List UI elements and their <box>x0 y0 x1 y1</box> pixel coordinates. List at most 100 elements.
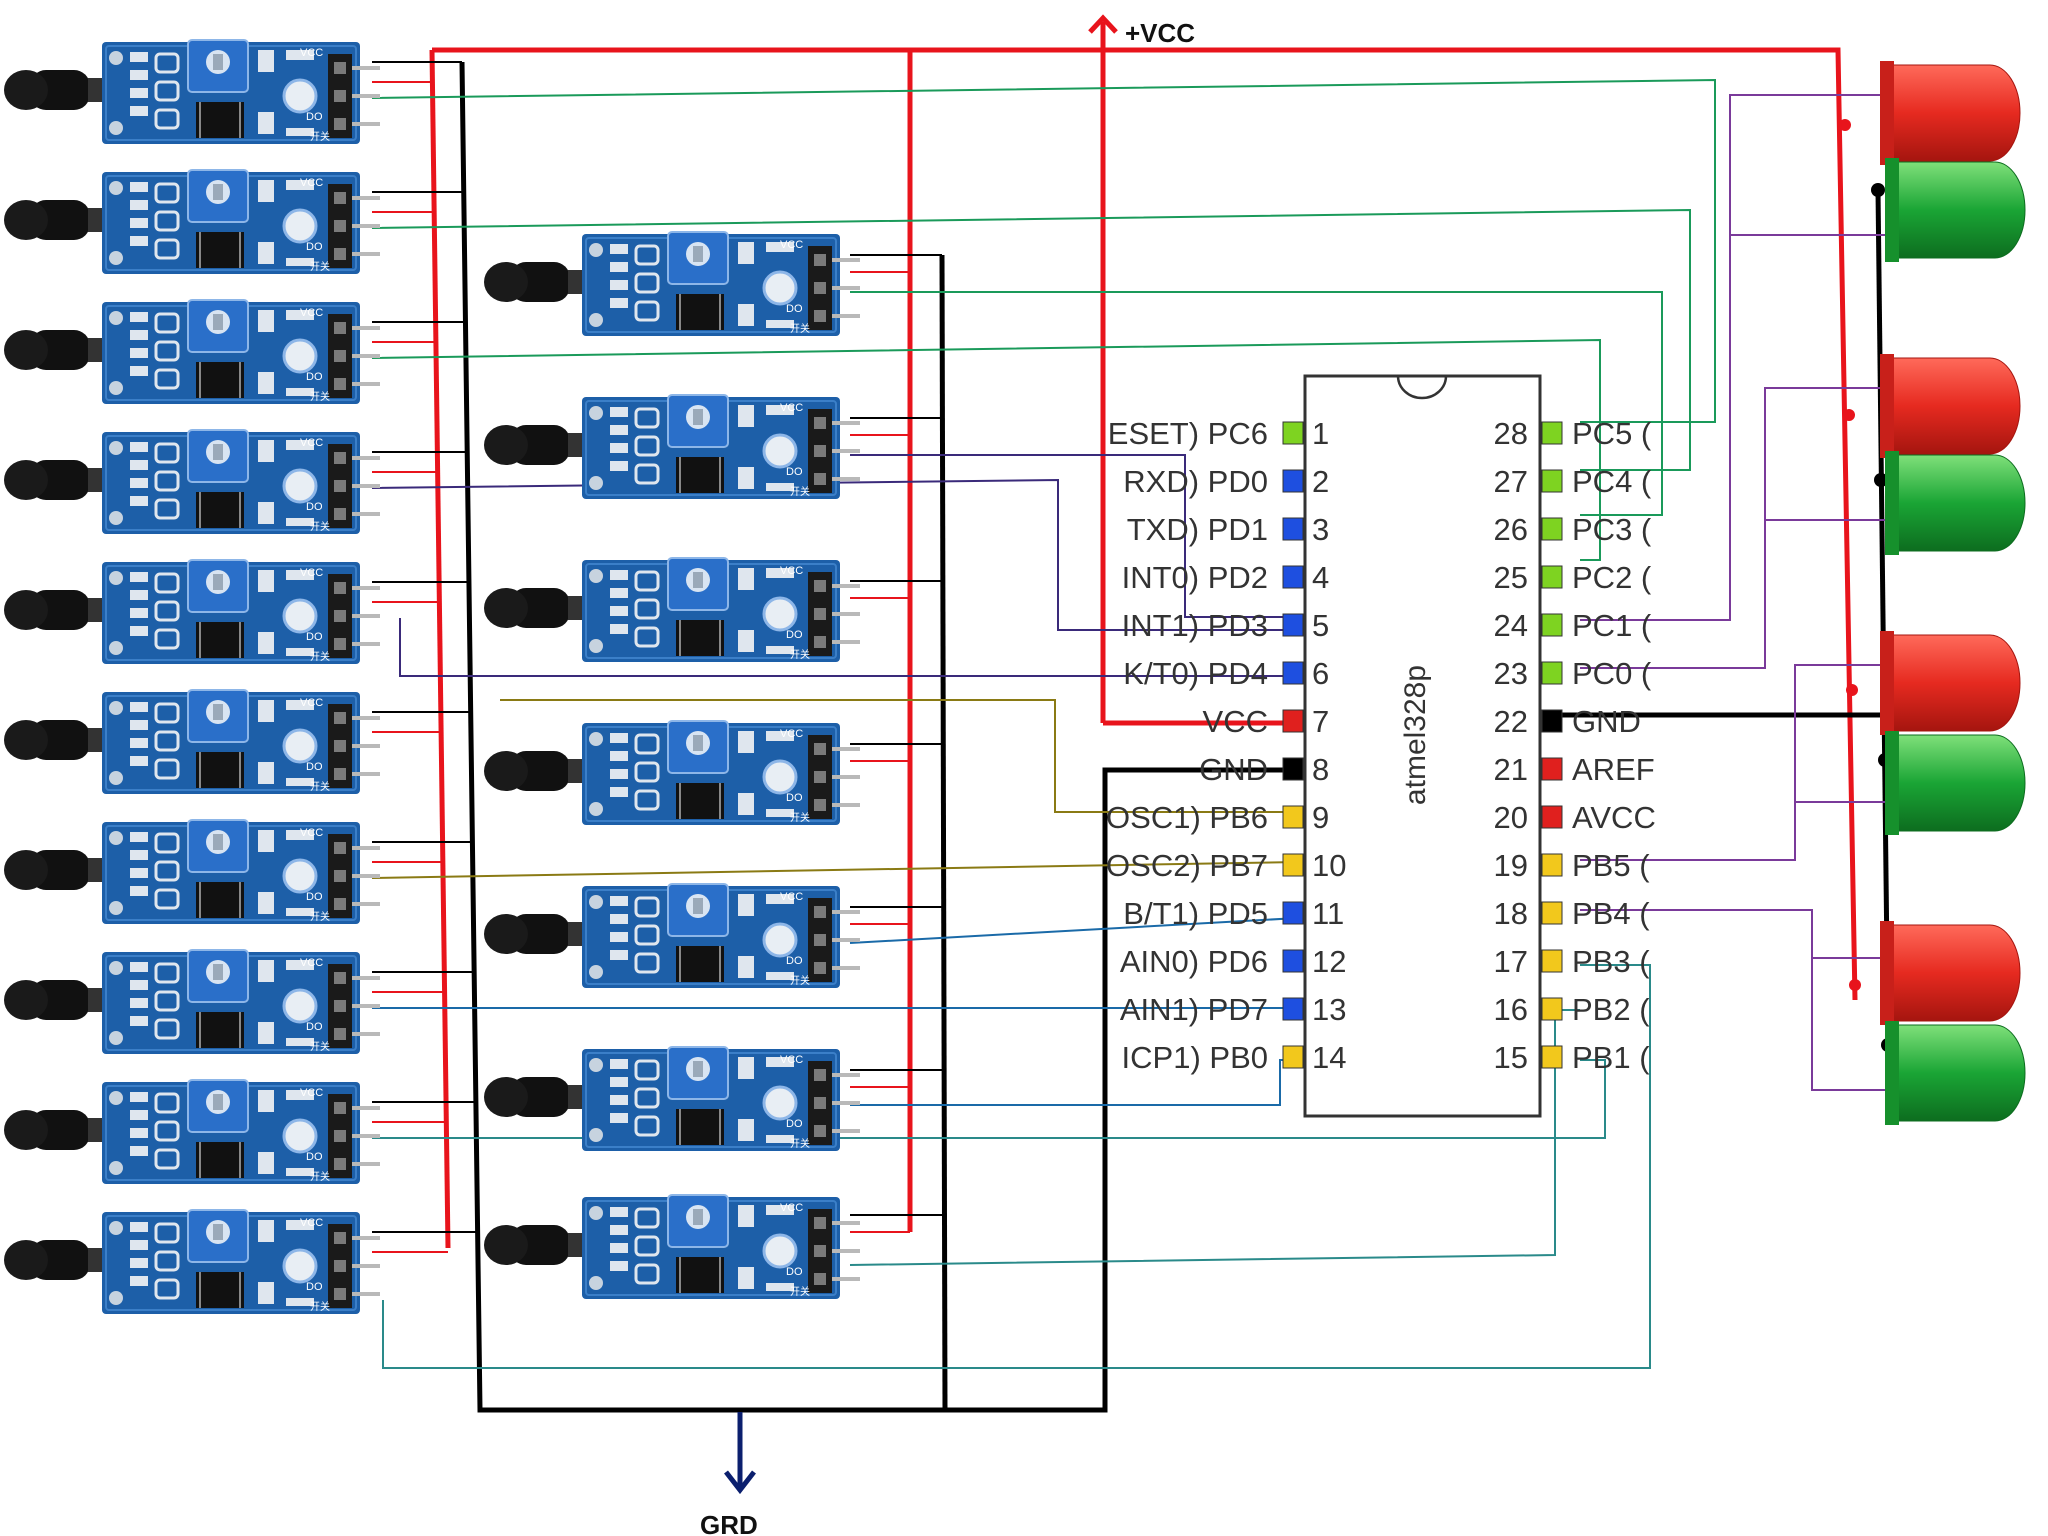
sensor-marking: 开关 <box>790 1137 810 1150</box>
pin-label: TXD) PD1 <box>1127 512 1268 547</box>
pin-label: OSC2) PB7 <box>1106 848 1268 883</box>
pin-label: INT0) PD2 <box>1122 560 1268 595</box>
pin-label: PB4 ( <box>1572 896 1650 931</box>
pin-number: 11 <box>1312 896 1344 931</box>
sensor-pin-label-do: DO <box>786 466 803 478</box>
pin-number: 4 <box>1312 560 1329 595</box>
pin-number: 2 <box>1312 464 1329 499</box>
left-sensor-column: VCCDO开关VCCDO开关VCCDO开关VCCDO开关VCCDO开关VCCDO… <box>2 38 382 1316</box>
sensor-marking: 开关 <box>790 811 810 824</box>
red-led-icon <box>1880 921 2021 1025</box>
sensor-pin-label-vcc: VCC <box>300 1087 323 1099</box>
sensor-pin-label-vcc: VCC <box>300 307 323 319</box>
wires <box>371 14 1905 1495</box>
red-led-icon <box>1880 61 2021 165</box>
sensor-marking: 开关 <box>310 1300 330 1313</box>
chip-pin-left: INT0) PD2 4 <box>1122 560 1330 595</box>
sensor-pin-label-do: DO <box>786 1266 803 1278</box>
gnd-label: GRD <box>700 1510 758 1536</box>
sensor-pin-label-do: DO <box>786 303 803 315</box>
pin-label: K/T0) PD4 <box>1123 656 1268 691</box>
pin-label: ESET) PC6 <box>1108 416 1268 451</box>
sensor-board-icon <box>2 298 382 406</box>
middle-flame-sensor-module: VCC DO 开关 <box>482 230 862 338</box>
sensor-pin-label-do: DO <box>306 1151 323 1163</box>
pin-number: 1 <box>1312 416 1329 451</box>
middle-sensor-column: VCCDO开关VCCDO开关VCCDO开关VCCDO开关VCCDO开关VCCDO… <box>482 230 862 1301</box>
sensor-board-icon <box>2 428 382 536</box>
green-led-icon <box>1885 158 2026 262</box>
sensor-pin-label-do: DO <box>306 631 323 643</box>
sensor-marking: 开关 <box>310 1170 330 1183</box>
sensor-pin-label-vcc: VCC <box>780 239 803 251</box>
green-led-icon <box>1885 1021 2026 1125</box>
pin-number: 6 <box>1312 656 1329 691</box>
pin-label: PC0 ( <box>1572 656 1652 691</box>
pin-label: INT1) PD3 <box>1122 608 1268 643</box>
sensor-marking: 开关 <box>310 910 330 923</box>
gnd-arrow <box>724 1412 756 1495</box>
pin-label: PC3 ( <box>1572 512 1652 547</box>
pin-number: 28 <box>1494 416 1528 451</box>
sensor-board-icon <box>2 1208 382 1316</box>
vcc-junctions <box>1839 119 1861 991</box>
sensor-pin-label-do: DO <box>786 792 803 804</box>
sensor-board-icon <box>482 1193 862 1301</box>
red-led-icon <box>1880 354 2021 458</box>
chip-pin-left: K/T0) PD4 6 <box>1123 656 1329 691</box>
sensor-board-icon <box>482 719 862 827</box>
pin-label: PC4 ( <box>1572 464 1652 499</box>
sensor-board-icon <box>482 882 862 990</box>
sensor-gnd-taps <box>372 61 944 1233</box>
sensor-board-icon <box>2 558 382 666</box>
vcc-label: +VCC <box>1125 18 1195 48</box>
pin-number: 21 <box>1494 752 1528 787</box>
sensor-marking: 开关 <box>310 260 330 273</box>
sensor-board-icon <box>482 230 862 338</box>
pin-number: 20 <box>1494 800 1528 835</box>
pin-number: 13 <box>1312 992 1346 1027</box>
pin-label: RXD) PD0 <box>1123 464 1268 499</box>
sensor-board-icon <box>2 688 382 796</box>
sensor-pin-label-do: DO <box>306 501 323 513</box>
sensor-board-icon <box>2 1078 382 1186</box>
vcc-wires <box>429 14 1858 1249</box>
sensor-marking: 开关 <box>790 322 810 335</box>
sensor-marking: 开关 <box>790 485 810 498</box>
sensor-pin-label-vcc: VCC <box>780 565 803 577</box>
pin-label: PB1 ( <box>1572 1040 1650 1075</box>
sensor-board-icon <box>2 168 382 276</box>
sensor-pin-label-vcc: VCC <box>780 1054 803 1066</box>
pin-label: PB5 ( <box>1572 848 1650 883</box>
gnd-wires <box>459 61 1891 1413</box>
sensor-pin-label-vcc: VCC <box>300 47 323 59</box>
